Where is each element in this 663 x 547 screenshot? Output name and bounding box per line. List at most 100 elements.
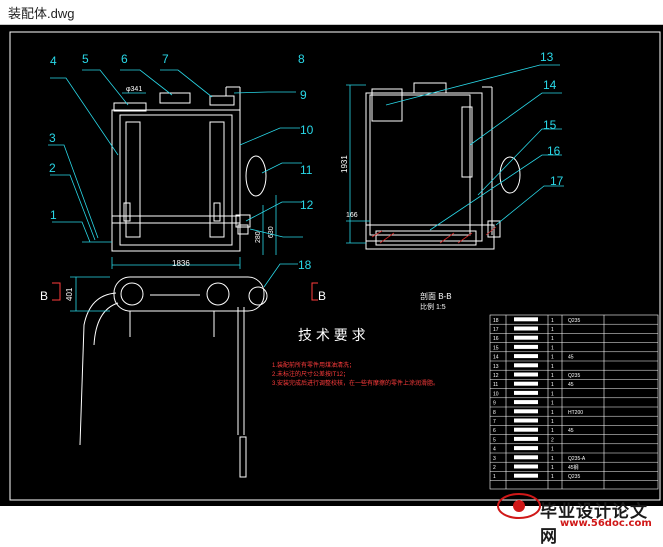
- table-cell-no: 17: [493, 327, 499, 333]
- table-cell-qty: 1: [551, 382, 554, 388]
- table-cell-qty: 1: [551, 364, 554, 370]
- table-cell-qty: 1: [551, 410, 554, 416]
- balloon-15: 15: [543, 118, 557, 132]
- table-row-name-block: [514, 436, 538, 441]
- balloon-4: 4: [50, 54, 57, 68]
- table-cell-mat: Q235-A: [568, 456, 586, 462]
- tech-req-item-2: 2.未标注的尺寸公差按IT12；: [272, 370, 349, 378]
- title-bar: 装配体.dwg: [0, 0, 663, 25]
- table-cell-qty: 1: [551, 474, 554, 480]
- table-cell-qty: 1: [551, 465, 554, 471]
- balloon-11: 11: [300, 163, 313, 177]
- watermark: 毕业设计论文网 www.56doc.com: [488, 477, 660, 547]
- balloon-16: 16: [547, 144, 561, 158]
- cad-drawing[interactable]: φ341 1836 280 630 1 2 3 4 5 6 7 8 9 10 1…: [0, 25, 663, 506]
- table-row-name-block: [514, 409, 538, 414]
- table-cell-qty: 1: [551, 318, 554, 324]
- balloon-7: 7: [162, 52, 169, 66]
- table-row-name-block: [514, 372, 538, 377]
- table-cell-mat: Q235: [568, 318, 580, 324]
- table-cell-qty: 1: [551, 456, 554, 462]
- balloon-10: 10: [300, 123, 314, 137]
- table-row-name-block: [514, 363, 538, 368]
- section-title: 剖面 B-B: [420, 291, 452, 301]
- front-view: [111, 86, 267, 252]
- table-cell-mat: Q235: [568, 373, 580, 379]
- drawing-canvas[interactable]: φ341 1836 280 630 1 2 3 4 5 6 7 8 9 10 1…: [0, 25, 663, 547]
- balloon-18: 18: [298, 258, 312, 272]
- balloon-1: 1: [50, 208, 57, 222]
- balloon-3: 3: [49, 131, 56, 145]
- balloon-5: 5: [82, 52, 89, 66]
- balloon-12: 12: [300, 198, 314, 212]
- table-row-name-block: [514, 464, 538, 469]
- table-row-name-block: [514, 344, 538, 349]
- table-cell-no: 8: [493, 410, 496, 416]
- table-cell-qty: 1: [551, 419, 554, 425]
- table-cell-no: 11: [493, 382, 498, 388]
- leaders-section: [385, 64, 564, 231]
- table-cell-no: 16: [493, 336, 499, 342]
- table-row-name-block: [514, 446, 538, 451]
- table-cell-no: 6: [493, 428, 496, 434]
- table-cell-qty: 2: [551, 437, 554, 443]
- leaders-front: [48, 69, 303, 243]
- table-cell-qty: 1: [551, 401, 554, 407]
- tech-req-heading: 技 术 要 求: [298, 327, 366, 343]
- table-row-name-block: [514, 326, 538, 331]
- table-row-name-block: [514, 455, 538, 460]
- section-dimensions: [346, 84, 370, 244]
- table-cell-qty: 1: [551, 336, 554, 342]
- table-cell-mat: 45: [568, 428, 574, 434]
- table-row-name-block: [514, 427, 538, 432]
- table-row-name-block: [514, 418, 538, 423]
- section-view: [365, 82, 521, 250]
- table-cell-mat: HT200: [568, 410, 583, 416]
- table-cell-mat: 45: [568, 382, 574, 388]
- section-mark-right: B: [318, 289, 326, 303]
- balloon-8: 8: [298, 52, 305, 66]
- table-cell-no: 2: [493, 465, 496, 471]
- dim-overall-width: 1836: [172, 259, 190, 268]
- watermark-url: www.56doc.com: [560, 518, 652, 529]
- table-cell-qty: 1: [551, 327, 554, 333]
- table-cell-no: 15: [493, 345, 499, 351]
- table-cell-no: 4: [493, 447, 496, 453]
- balloon-17: 17: [550, 174, 564, 188]
- table-cell-mat: 45: [568, 355, 574, 361]
- table-cell-no: 9: [493, 401, 496, 407]
- watermark-logo-icon: [497, 493, 541, 519]
- balloon-14: 14: [543, 78, 557, 92]
- table-cell-no: 18: [493, 318, 499, 324]
- dim-cap-diameter: φ341: [126, 86, 142, 93]
- balloon-13: 13: [540, 50, 554, 64]
- table-cell-qty: 1: [551, 373, 554, 379]
- drawing-frame: [9, 31, 661, 501]
- table-cell-qty: 1: [551, 345, 554, 351]
- dim-height-left: 401: [65, 287, 74, 301]
- table-cell-qty: 1: [551, 428, 554, 434]
- table-row-name-block: [514, 354, 538, 359]
- table-cell-no: 10: [493, 391, 499, 397]
- table-row-name-block: [514, 390, 538, 395]
- dim-166: 166: [346, 212, 358, 219]
- table-cell-no: 5: [493, 437, 496, 443]
- table-cell-no: 14: [493, 355, 499, 361]
- table-cell-no: 1: [493, 474, 496, 480]
- tech-req-item-3: 3.安装完成后进行调整校核，在一些有摩擦的零件上涂润滑脂。: [272, 379, 439, 387]
- table-row-name-block: [514, 473, 538, 478]
- window-title: 装配体.dwg: [8, 6, 75, 21]
- dim-280: 280: [255, 231, 262, 243]
- top-view: [79, 276, 268, 478]
- table-cell-no: 7: [493, 419, 496, 425]
- balloon-2: 2: [49, 161, 56, 175]
- table-cell-qty: 1: [551, 391, 554, 397]
- balloon-9: 9: [300, 88, 307, 102]
- section-mark-left: B: [40, 289, 48, 303]
- table-row-name-block: [514, 317, 538, 322]
- table-cell-no: 3: [493, 456, 496, 462]
- dim-630: 630: [268, 226, 275, 238]
- table-cell-qty: 1: [551, 447, 554, 453]
- section-scale: 比例 1:5: [420, 302, 446, 311]
